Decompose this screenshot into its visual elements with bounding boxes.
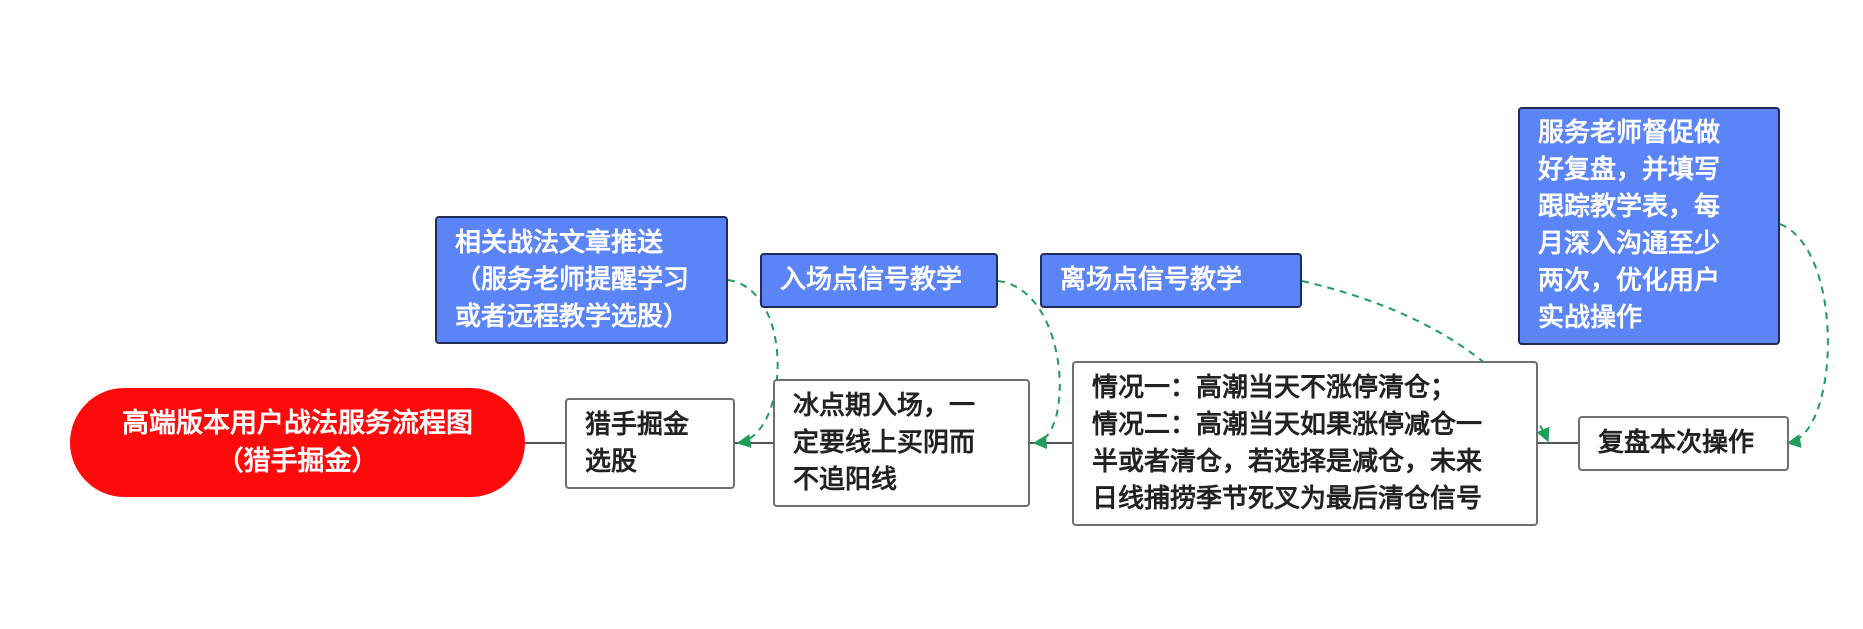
dashed-connector-article-to-pick <box>727 279 779 448</box>
step-entry: 冰点期入场，一 定要线上买阴而 不追阳线 <box>773 379 1030 507</box>
dashed-connector-entry-to-step2 <box>997 280 1061 450</box>
step-review: 复盘本次操作 <box>1578 416 1789 471</box>
note-exit-teaching-label: 离场点信号教学 <box>1060 265 1243 295</box>
root-node-title: 高端版本用户战法服务流程图 （猎手掘金） <box>70 388 525 497</box>
note-article-push-label: 相关战法文章推送 （服务老师提醒学习 或者远程教学选股） <box>455 227 690 332</box>
step-exit-cases-label: 情况一：高潮当天不涨停清仓； 情况二：高潮当天如果涨停减仓一 半或者清仓，若选择… <box>1092 372 1483 514</box>
note-entry-teaching-label: 入场点信号教学 <box>780 265 963 295</box>
note-review-supervision-label: 服务老师督促做 好复盘，并填写 跟踪教学表，每 月深入沟通至少 两次，优化用户 … <box>1538 118 1721 333</box>
note-review-supervision: 服务老师督促做 好复盘，并填写 跟踪教学表，每 月深入沟通至少 两次，优化用户 … <box>1518 107 1780 345</box>
dashed-connector-exit-to-step3 <box>1301 280 1550 443</box>
note-article-push: 相关战法文章推送 （服务老师提醒学习 或者远程教学选股） <box>435 216 728 344</box>
note-exit-teaching: 离场点信号教学 <box>1040 253 1302 308</box>
step-entry-label: 冰点期入场，一 定要线上买阴而 不追阳线 <box>793 390 976 495</box>
root-node-label: 高端版本用户战法服务流程图 （猎手掘金） <box>122 407 473 477</box>
note-entry-teaching: 入场点信号教学 <box>760 253 998 308</box>
dashed-connector-review-to-step4 <box>1779 223 1829 448</box>
step-review-label: 复盘本次操作 <box>1598 428 1755 458</box>
step-stock-pick: 猎手掘金 选股 <box>565 398 735 489</box>
step-exit-cases: 情况一：高潮当天不涨停清仓； 情况二：高潮当天如果涨停减仓一 半或者清仓，若选择… <box>1072 361 1538 526</box>
step-stock-pick-label: 猎手掘金 选股 <box>585 409 690 477</box>
